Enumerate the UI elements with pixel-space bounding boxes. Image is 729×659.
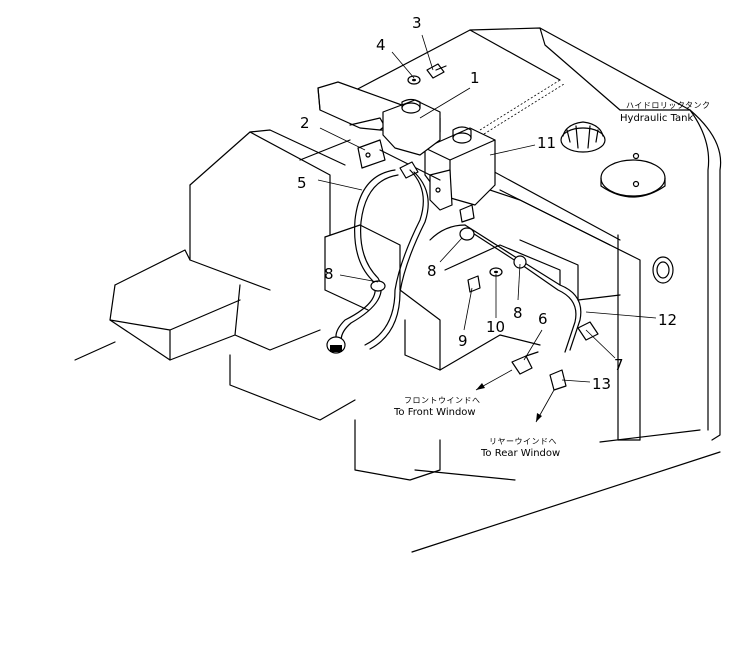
callout-3: 3 (412, 14, 422, 32)
tank-cover (600, 152, 666, 198)
rear-window-label-jp: リヤーウインドへ (489, 437, 557, 446)
washer-tank-assembly (317, 81, 496, 223)
tank-plug (652, 256, 674, 284)
tank-cap (560, 121, 606, 153)
washer (407, 75, 421, 85)
check-valve (577, 321, 599, 341)
hydraulic-tank-label: Hydraulic Tank (620, 113, 694, 124)
callout-8-right: 8 (513, 304, 523, 322)
callout-6: 6 (538, 310, 548, 328)
callout-2: 2 (300, 114, 310, 132)
callout-5: 5 (297, 174, 307, 192)
bolt (426, 63, 447, 79)
callout-12: 12 (658, 311, 677, 329)
joint (511, 351, 539, 375)
cab-frame (74, 129, 621, 481)
callout-8-middle: 8 (427, 262, 437, 280)
arrow-to-rear-window (535, 389, 555, 423)
callout-7: 7 (614, 356, 624, 374)
small-washer (489, 267, 503, 277)
rear-window-label: To Rear Window (480, 448, 560, 459)
hose-long (429, 224, 582, 353)
front-window-label-jp: フロントウインドへ (404, 396, 481, 405)
leader-lines (317, 34, 657, 383)
hydraulic-tank-label-jp: ハイドロリックタンク (626, 101, 711, 110)
callout-4: 4 (376, 36, 386, 54)
elbow-joint (549, 369, 567, 391)
callout-1: 1 (470, 69, 480, 87)
callout-9: 9 (458, 332, 468, 350)
arrow-to-front-window (475, 369, 513, 391)
small-bolt (467, 275, 481, 293)
front-window-label: To Front Window (393, 407, 476, 418)
callout-11: 11 (537, 134, 556, 152)
callout-8-left: 8 (324, 265, 334, 283)
callout-13: 13 (592, 375, 611, 393)
hose (329, 169, 429, 350)
callout-10: 10 (486, 318, 505, 336)
